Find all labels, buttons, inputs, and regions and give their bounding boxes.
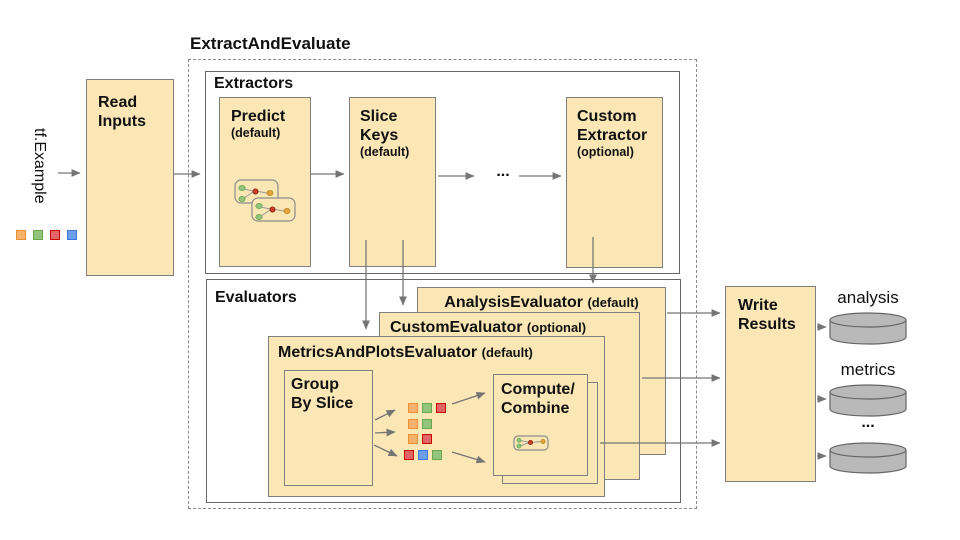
output-analysis-label: analysis: [837, 288, 899, 307]
slice-keys-extractor-box: Slice Keys (default): [349, 97, 436, 267]
slice-keys-label-line2: Keys: [360, 127, 399, 145]
read-inputs-label-line1: Read: [98, 94, 138, 111]
metrics-database-icon: [829, 384, 907, 417]
group-by-slice-label-line2: By Slice: [291, 395, 354, 413]
green-square: [33, 230, 43, 240]
output-metrics-label: metrics: [840, 360, 896, 379]
predict-extractor-box: Predict (default): [219, 97, 311, 267]
write-results-box: Write Results: [725, 286, 816, 482]
custom-extractor-label-line2: Extractor: [577, 127, 648, 145]
compute-combine-label-line2: Combine: [501, 400, 570, 418]
output-ellipsis: ...: [861, 414, 875, 431]
green-square: [422, 403, 432, 413]
red-square: [436, 403, 446, 413]
analysis-evaluator-label: AnalysisEvaluator: [444, 294, 583, 311]
compute-combine-box: Compute/ Combine: [493, 374, 588, 476]
red-square: [50, 230, 60, 240]
custom-extractor-box: Custom Extractor (optional): [566, 97, 663, 268]
tf-example-label: tf.Example: [31, 128, 48, 204]
red-square: [422, 434, 432, 444]
slice-squares-row-3: [408, 434, 432, 444]
read-inputs-label-line2: Inputs: [98, 113, 146, 131]
more-database-icon: [829, 442, 907, 474]
group-by-slice-box: Group By Slice: [284, 370, 373, 486]
extractors-group-box: Extractors: [205, 71, 680, 274]
custom-extractor-qualifier: (optional): [577, 145, 634, 160]
extractors-ellipsis: ...: [496, 163, 510, 180]
predict-label: Predict: [231, 108, 286, 125]
analysis-database-icon: [829, 312, 907, 345]
custom-evaluator-label: CustomEvaluator: [390, 319, 523, 336]
green-square: [432, 450, 442, 460]
write-results-label-line1: Write: [738, 297, 778, 314]
read-inputs-box: Read Inputs: [86, 79, 174, 276]
blue-square: [418, 450, 428, 460]
metrics-evaluator-label: MetricsAndPlotsEvaluator: [278, 344, 478, 361]
group-by-slice-label-line1: Group: [291, 376, 339, 393]
slice-squares-row-1: [408, 403, 446, 413]
red-square: [404, 450, 414, 460]
predict-qualifier: (default): [231, 126, 281, 141]
green-square: [422, 419, 432, 429]
extract-and-evaluate-dashed-box: [188, 59, 697, 509]
evaluators-group-label: Evaluators: [215, 289, 297, 306]
slice-squares-row-2: [408, 419, 432, 429]
orange-square: [408, 419, 418, 429]
orange-square: [408, 403, 418, 413]
write-results-label-line2: Results: [738, 316, 796, 334]
orange-square: [408, 434, 418, 444]
blue-square: [67, 230, 77, 240]
diagram-title: ExtractAndEvaluate: [190, 34, 351, 53]
analysis-evaluator-qualifier: (default): [587, 295, 639, 310]
custom-extractor-label-line1: Custom: [577, 108, 637, 125]
slice-keys-label-line1: Slice: [360, 108, 398, 125]
slice-squares-row-4: [404, 450, 442, 460]
slice-keys-qualifier: (default): [360, 145, 410, 160]
extractors-group-label: Extractors: [214, 75, 294, 92]
orange-square: [16, 230, 26, 240]
compute-combine-label-line1: Compute/: [501, 381, 575, 398]
metrics-evaluator-qualifier: (default): [481, 345, 533, 360]
input-example-squares: [16, 230, 77, 240]
evaluators-group-box: Evaluators: [206, 279, 681, 503]
custom-evaluator-qualifier: (optional): [526, 320, 587, 335]
